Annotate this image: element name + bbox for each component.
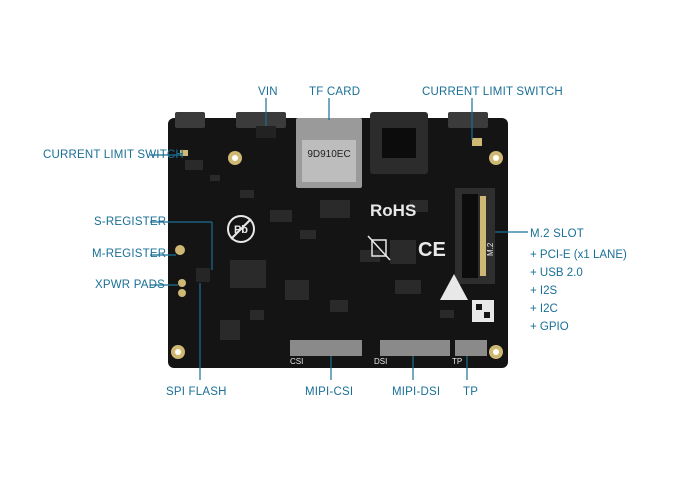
dsi-board-text: DSI xyxy=(374,357,387,366)
pcb-board xyxy=(168,118,508,368)
m2-feature-item: + I2C xyxy=(530,303,558,315)
rohs-mark: RoHS xyxy=(370,201,416,220)
current-limit-switch-pad xyxy=(472,138,482,146)
current-limit-switch-pad-left xyxy=(180,150,188,156)
spi-flash-chip xyxy=(196,268,210,282)
csi-board-text: CSI xyxy=(290,357,303,366)
pb-free-mark xyxy=(227,215,255,243)
current-limit-switch-left-label: CURRENT LIMIT SWITCH xyxy=(43,149,184,161)
csi-connector xyxy=(290,340,362,356)
spi-flash-label: SPI FLASH xyxy=(166,386,227,398)
vin-label: VIN xyxy=(258,86,278,98)
leader-lines xyxy=(150,98,528,380)
logo-triangle xyxy=(440,274,468,300)
dsi-connector xyxy=(380,340,450,356)
corner-connector-right xyxy=(448,112,488,128)
xpwr-pad xyxy=(178,289,186,297)
tf-card-label: TF CARD xyxy=(309,86,361,98)
vin-connector xyxy=(256,126,276,138)
m2-board-text: M.2 xyxy=(486,242,495,256)
weee-icon xyxy=(371,239,387,257)
m2-feature-list: + PCI-E (x1 LANE) + USB 2.0 + I2S + I2C … xyxy=(530,246,627,336)
tf-card-face xyxy=(302,140,356,182)
m-register-pad xyxy=(175,245,185,255)
m2-feature-item: + GPIO xyxy=(530,321,569,333)
mipi-csi-label: MIPI-CSI xyxy=(305,386,354,398)
pb-text: Pb xyxy=(234,224,248,236)
m-register-label: M-REGISTER xyxy=(92,248,167,260)
xpwr-pad xyxy=(178,279,186,287)
m2-feature-item: + I2S xyxy=(530,285,558,297)
m2-feature-item: + PCI-E (x1 LANE) xyxy=(530,249,627,261)
ce-mark: CE xyxy=(418,239,446,261)
s-register-label: S-REGISTER xyxy=(94,216,167,228)
board-components xyxy=(185,160,454,340)
tf-chip-text: 9D910EC xyxy=(307,149,350,160)
mipi-dsi-label: MIPI-DSI xyxy=(392,386,441,398)
top-connector xyxy=(236,112,286,128)
tp-board-text: TP xyxy=(452,357,462,366)
m2-feature-item: + USB 2.0 xyxy=(530,267,583,279)
tp-label: TP xyxy=(463,386,479,398)
qr-code xyxy=(472,300,494,322)
tp-connector xyxy=(455,340,487,356)
corner-connector-left xyxy=(175,112,205,128)
xpwr-pads-label: XPWR PADS xyxy=(95,279,165,291)
m2-slot-label: M.2 SLOT xyxy=(530,228,585,240)
current-limit-switch-top-label: CURRENT LIMIT SWITCH xyxy=(422,86,563,98)
rj45-port xyxy=(382,128,416,158)
